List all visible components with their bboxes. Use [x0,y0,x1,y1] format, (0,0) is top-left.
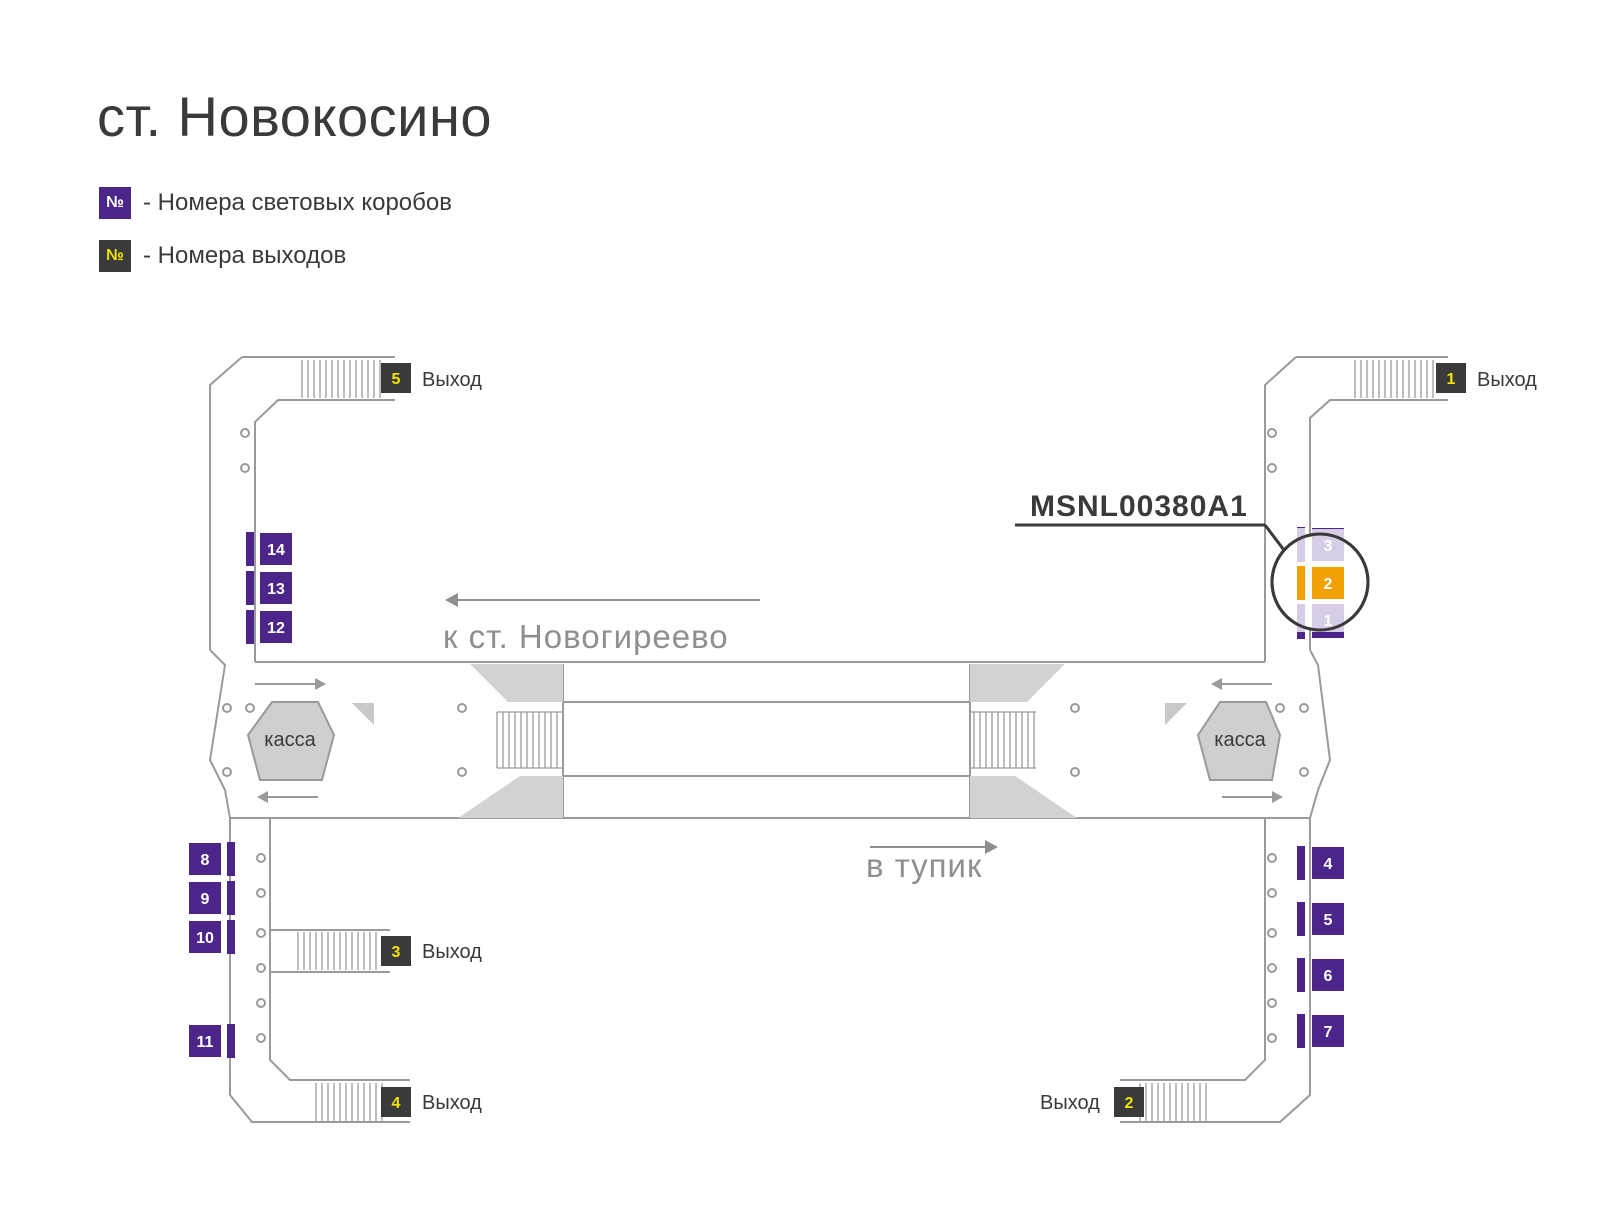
legend-exit-label: - Номера выходов [143,242,347,269]
lightbox-11: 11 [189,1024,235,1058]
lightbox-highlight-3-number: 3 [1324,538,1333,555]
stairs-exit-3 [297,932,377,970]
lightboxes-left-upper: 14 13 12 [246,532,292,644]
lightbox-8-number: 8 [201,852,210,869]
lightbox-13-number: 13 [267,581,285,598]
upper-area-walls [209,356,1448,663]
kassa-left-label: касса [264,729,316,751]
stairs-exit-5 [301,360,381,398]
legend-lightbox-label: - Номера световых коробов [143,189,452,216]
legend-lightbox-chip: № [99,187,131,219]
kassa-right-label: касса [1214,729,1266,751]
exit-4: 4 Выход [381,1087,482,1117]
exit-4-number: 4 [392,1095,401,1112]
lightbox-7: 7 [1297,1014,1344,1048]
page-title: ст. Новокосино [97,85,493,148]
highlight-group: MSNL00380A1 3 2 1 [1015,490,1370,639]
exit-2-label: Выход [1040,1092,1100,1114]
stairs-left-center [496,711,563,769]
exit-1: 1 Выход [1436,363,1537,393]
lightbox-7-number: 7 [1324,1024,1333,1041]
kassa-left: касса [246,678,336,803]
lightbox-14: 14 [246,532,292,566]
lightbox-13: 13 [246,571,292,605]
concourse-walls [208,649,1332,819]
lightboxes-left-lower: 8 9 10 11 [189,842,235,1058]
lightbox-4: 4 [1297,846,1344,880]
lightbox-highlight-1-number: 1 [1324,613,1333,630]
lightbox-code: MSNL00380A1 [1030,490,1248,523]
lightboxes-right-lower: 4 5 6 7 [1297,846,1344,1048]
lightbox-5-number: 5 [1324,912,1333,929]
lightbox-12: 12 [246,610,292,644]
lightbox-9-number: 9 [201,891,210,908]
lightbox-6: 6 [1297,958,1344,992]
exit-3-number: 3 [392,944,401,961]
direction-upper: к ст. Новогиреево [443,593,760,655]
stairs-exit-4 [315,1083,383,1122]
lightbox-14-number: 14 [267,542,285,559]
stairs-exit-1 [1354,360,1434,398]
legend-lightbox: № - Номера световых коробов [99,187,452,219]
exit-3-label: Выход [422,941,482,963]
legend-exit-chip: № [99,240,131,272]
exit-4-label: Выход [422,1092,482,1114]
lightbox-11-number: 11 [197,1034,214,1051]
lower-area-walls [229,818,1311,1123]
lightbox-highlight-1: 1 [1297,604,1344,632]
lightbox-highlight-2: 2 [1297,566,1344,600]
exit-1-label: Выход [1477,369,1537,391]
exit-5-number: 5 [392,371,401,388]
lightbox-9: 9 [189,881,235,915]
kassa-right: касса [1196,678,1283,803]
exit-1-number: 1 [1447,371,1456,388]
lightbox-6-number: 6 [1324,968,1333,985]
lightbox-10-number: 10 [196,930,214,947]
direction-lower: в тупик [866,840,998,884]
columns [222,428,1309,1043]
exit-5: 5 Выход [381,363,482,393]
lightbox-5: 5 [1297,902,1344,936]
legend-exit: № - Номера выходов [99,240,346,272]
stairs-right-center [970,711,1036,769]
direction-upper-label: к ст. Новогиреево [443,618,729,655]
exit-2-number: 2 [1125,1095,1134,1112]
stairs-exit-2 [1139,1083,1207,1122]
lightbox-12-number: 12 [267,620,285,637]
lightbox-highlight-2-number: 2 [1324,576,1333,593]
exit-2: 2 Выход [1040,1087,1144,1117]
lightbox-10: 10 [189,920,235,954]
exit-3: 3 Выход [381,936,482,966]
exit-5-label: Выход [422,369,482,391]
lightbox-8: 8 [189,842,235,876]
direction-lower-label: в тупик [866,847,982,884]
lightbox-4-number: 4 [1324,856,1333,873]
